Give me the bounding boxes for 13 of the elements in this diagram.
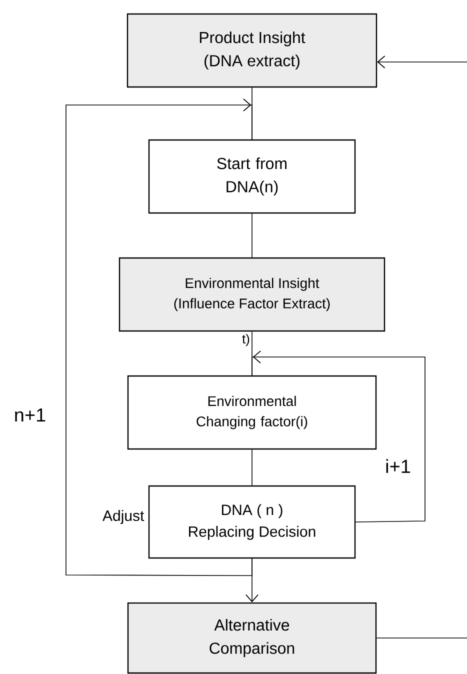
process-box: Environmental Insight (Influence Factor Extract) [118, 257, 386, 332]
note-label: t) [242, 334, 250, 346]
connector [252, 350, 426, 522]
side-label: Adjust [102, 510, 144, 524]
connector [66, 98, 252, 576]
process-box: DNA ( n ) Replacing Decision [148, 485, 356, 559]
edge-label: n+1 [15, 408, 46, 422]
edge-label: i+1 [386, 459, 410, 473]
connector [377, 56, 467, 68]
process-box: Start from DNA(n) [148, 139, 356, 214]
process-box: Product Insight (DNA extract) [126, 13, 378, 88]
process-box: Environmental Changing factor(i) [127, 375, 377, 450]
process-box: Alternative Comparison [127, 602, 377, 674]
